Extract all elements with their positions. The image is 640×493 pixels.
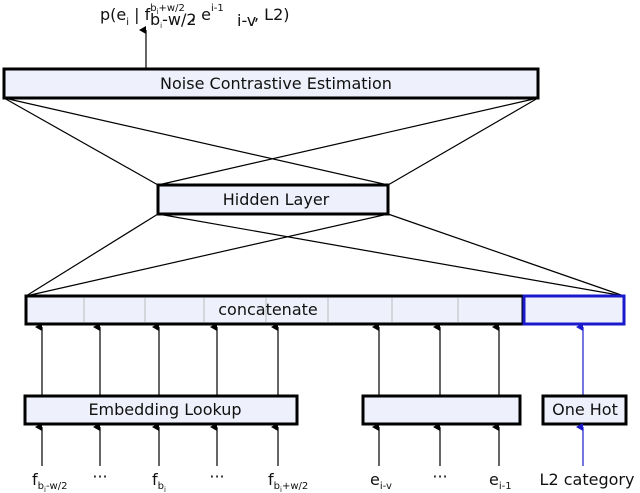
embedding-lookup-layer: Embedding Lookup — [23, 394, 299, 426]
output-probability-end: , L2) — [254, 5, 290, 24]
output-probability-label: p(ei | fbi+w/2 — [100, 3, 185, 28]
concat-label: concatenate — [218, 300, 318, 319]
concat-one-hot-segment — [522, 294, 626, 326]
input-f-right: fbi+w/2 — [268, 470, 308, 493]
nce-label: Noise Contrastive Estimation — [160, 74, 392, 93]
nce-hidden-connections — [3, 97, 539, 186]
output-probability-e2-sub: i-v — [237, 11, 256, 30]
nce-layer: Noise Contrastive Estimation — [2, 67, 540, 100]
output-probability-sub: bi-w/2 — [150, 10, 197, 30]
embedding-concat-arrows — [35, 323, 500, 396]
hidden-concat-connections — [25, 213, 625, 297]
prob-f-sup-base: b — [150, 3, 156, 14]
hidden-label: Hidden Layer — [223, 190, 330, 209]
prob-f-sup-rest: +w/2 — [159, 3, 185, 14]
input-dots-2: ··· — [209, 467, 224, 486]
output-probability-tail: , ei-1 — [191, 3, 224, 24]
prob-prefix: p(e — [100, 5, 126, 24]
prob-e-sub: i — [126, 17, 129, 28]
prob-tail: , L2) — [254, 5, 290, 24]
one-hot-label: One Hot — [552, 400, 618, 419]
input-e-right: ei-1 — [489, 470, 512, 492]
prob-f-sub-sub: i — [160, 22, 162, 30]
prob-f-sub-rest: -w/2 — [162, 10, 196, 29]
input-dots-3: ··· — [432, 467, 447, 486]
input-e-left: ei-v — [370, 470, 392, 492]
context-embedding-layer — [361, 394, 522, 426]
embedding-label: Embedding Lookup — [88, 400, 241, 419]
input-f-mid: fbi — [152, 470, 166, 493]
one-hot-layer: One Hot — [541, 394, 628, 426]
prob-e2-sub: i-v — [237, 11, 256, 30]
concat-layer: concatenate — [24, 294, 525, 326]
input-f-left: fbi-w/2 — [32, 470, 67, 493]
prob-bar: | f — [129, 5, 151, 24]
hidden-layer: Hidden Layer — [156, 183, 390, 216]
prob-f-sub-base: b — [150, 10, 160, 29]
input-l2-category: L2 category — [540, 470, 635, 489]
prob-f-sup-sub: i — [157, 8, 159, 16]
input-dots-1: ··· — [92, 467, 107, 486]
input-arrows — [35, 423, 500, 466]
prob-e2-sup: i-1 — [211, 3, 224, 14]
prob-sep1: , e — [191, 5, 211, 24]
